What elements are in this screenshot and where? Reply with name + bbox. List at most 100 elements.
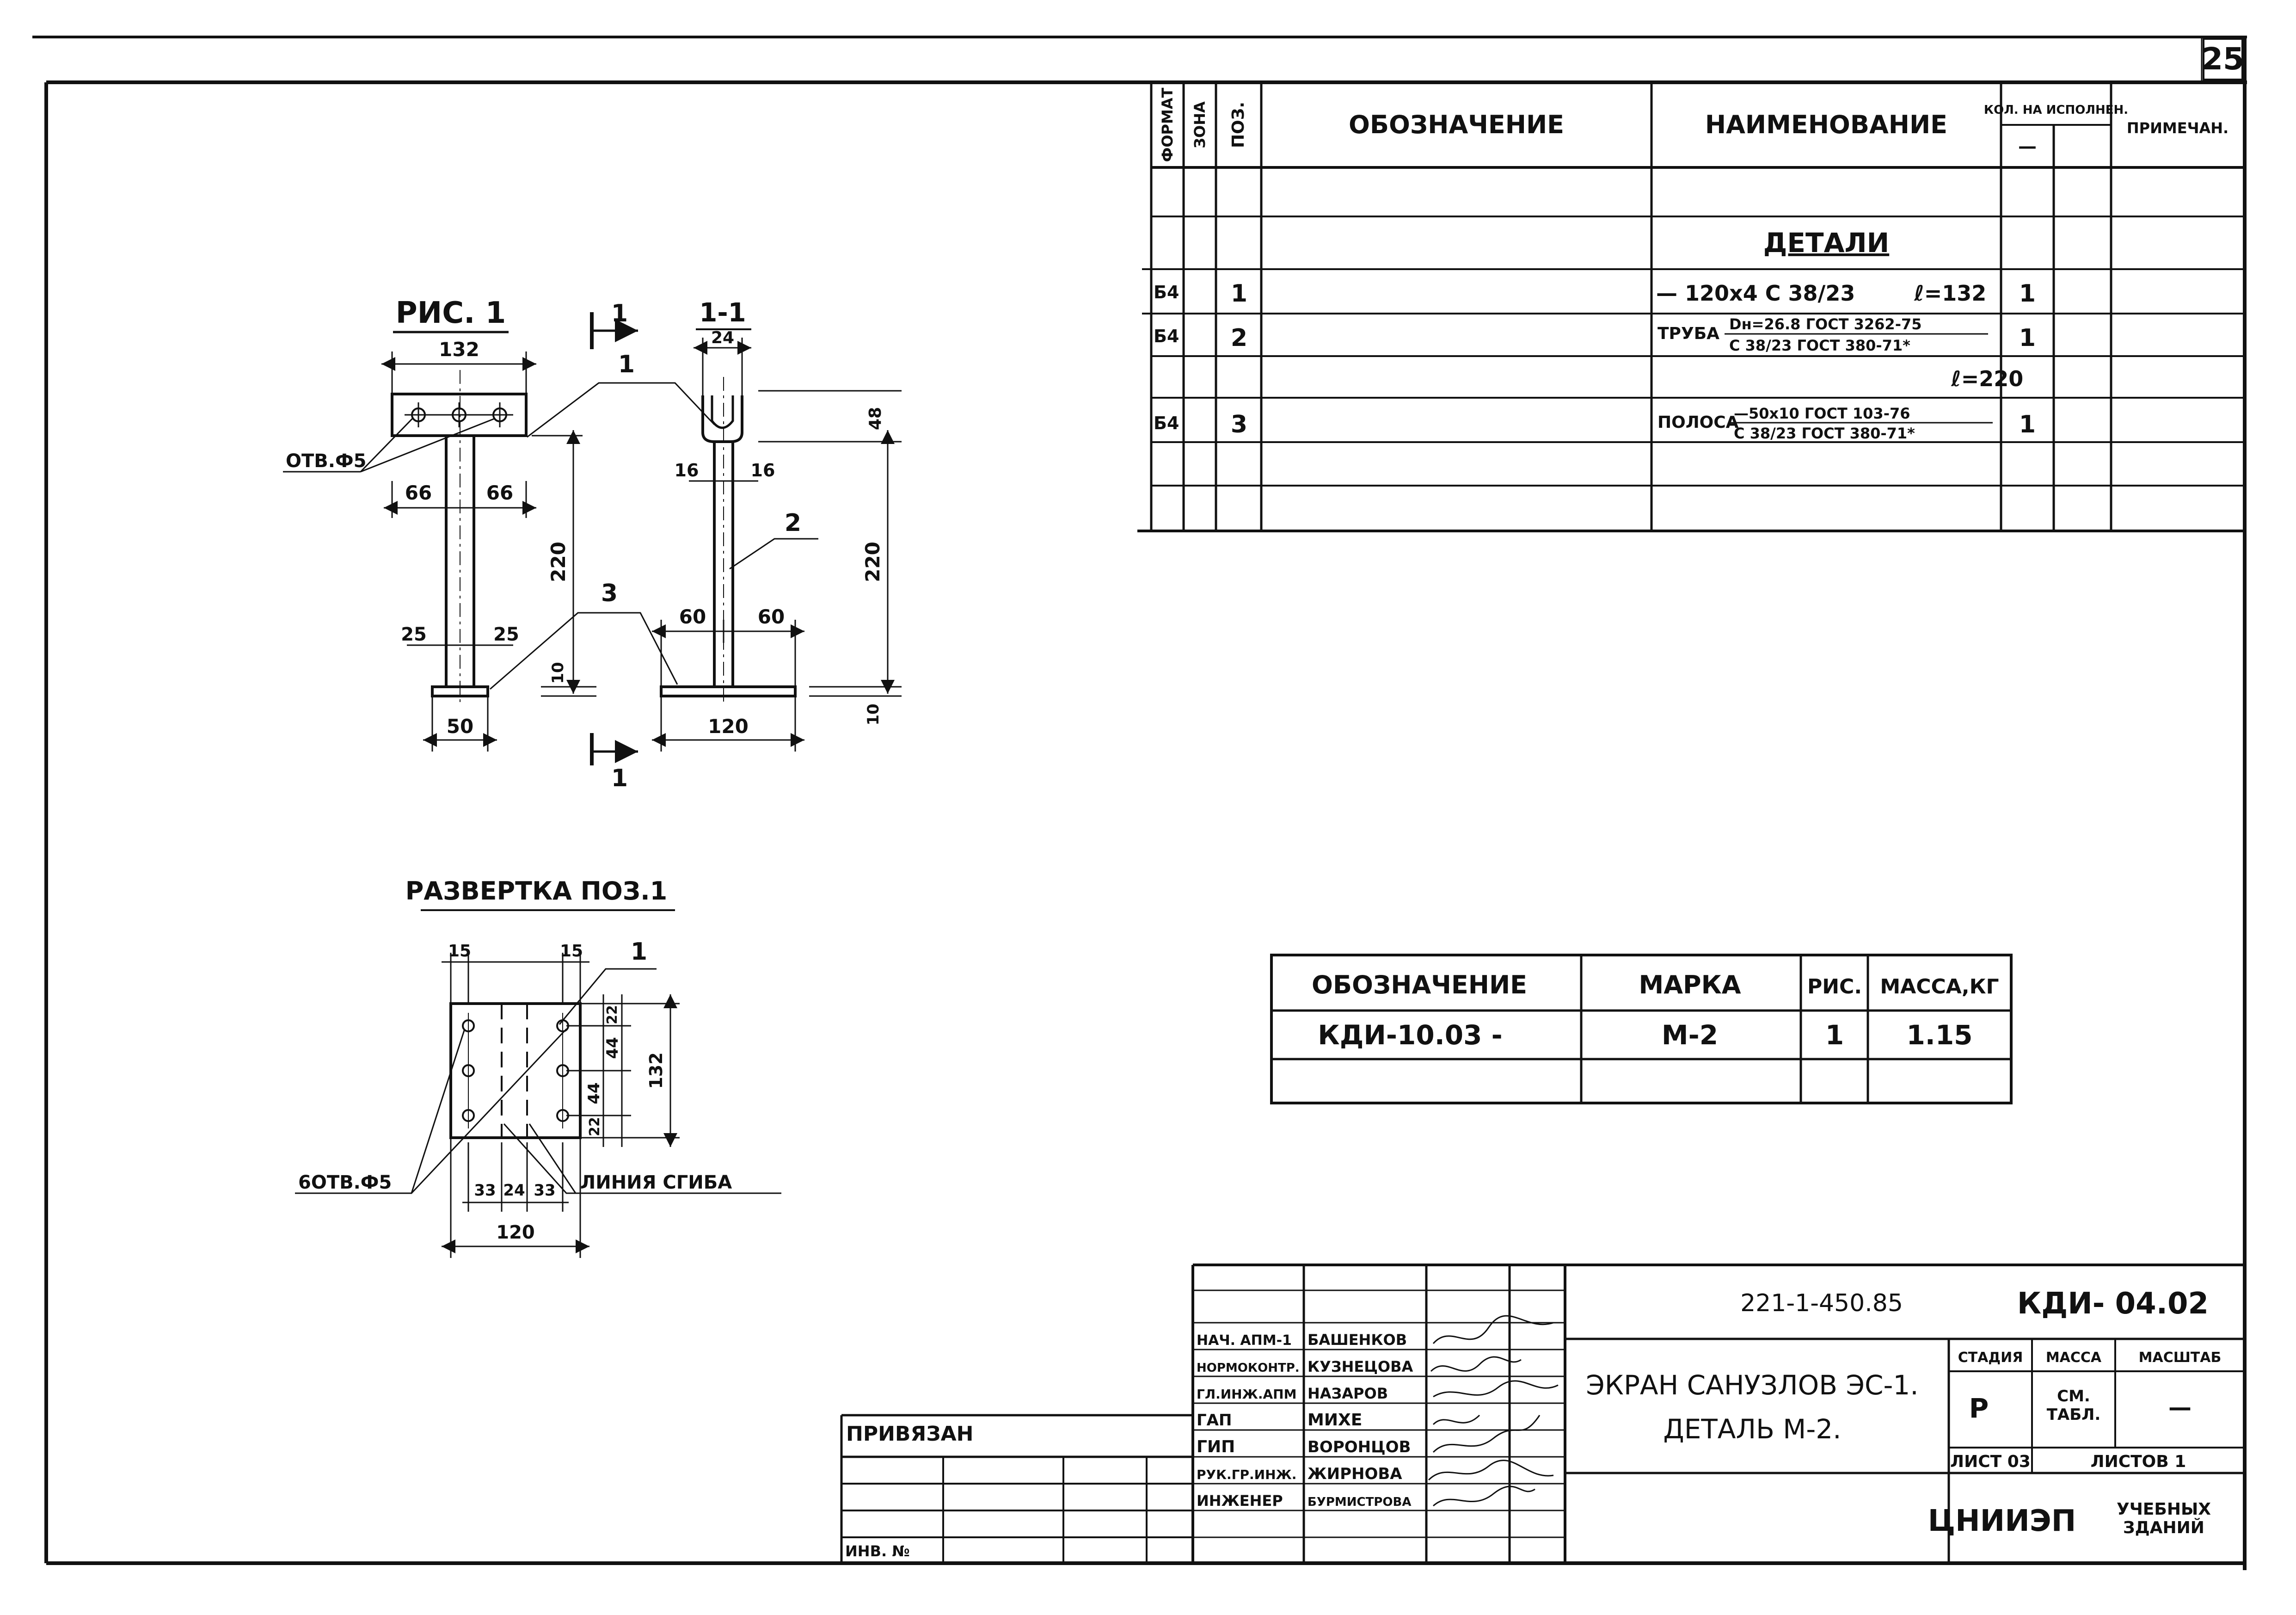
tb-scale: — <box>2168 1394 2192 1421</box>
section-label: 1-1 <box>699 298 746 328</box>
tb-name-3: НАЗАРОВ <box>1308 1385 1388 1402</box>
row1-format: Б4 <box>1154 282 1179 302</box>
hole-leader-a <box>360 418 413 473</box>
mark-mass: 1.15 <box>1906 1019 1972 1051</box>
unfold-bend-leader-b <box>528 1123 577 1194</box>
dim-24: 24 <box>711 328 734 347</box>
dim-66a: 66 <box>405 481 432 504</box>
tb-mass-2: ТАБЛ. <box>2047 1405 2101 1424</box>
tb-role-7: ИНЖЕНЕР <box>1197 1492 1283 1510</box>
dim-132: 132 <box>439 338 479 361</box>
tb-role-6: РУК.ГР.ИНЖ. <box>1197 1467 1296 1482</box>
unfold-dim-22b: 22 <box>587 1117 603 1136</box>
mark-header-brand: МАРКА <box>1639 970 1741 999</box>
tb-org-sub1: УЧЕБНЫХ <box>2117 1500 2211 1519</box>
row3-name-den: С 38/23 ГОСТ 380-71* <box>1734 425 1915 442</box>
leader-1 <box>527 382 715 438</box>
row1-qty: 1 <box>2019 280 2036 308</box>
dim-10b: 10 <box>864 703 883 725</box>
unfold-holes-leader-b <box>411 1028 567 1194</box>
spec-header-pos: ПОЗ. <box>1229 102 1248 148</box>
fig1-title: РИС. 1 <box>396 296 506 330</box>
dim-60b: 60 <box>758 605 785 628</box>
tb-role-2: НОРМОКОНТР. <box>1197 1361 1300 1375</box>
spec-header-designation: ОБОЗНАЧЕНИЕ <box>1349 110 1564 139</box>
tb-name-2: КУЗНЕЦОВА <box>1308 1358 1413 1375</box>
tb-sheet: ЛИСТ 03 <box>1950 1452 2031 1471</box>
hole-label: ОТВ.Ф5 <box>286 450 366 472</box>
mark-designation: КДИ-10.03 - <box>1318 1019 1502 1051</box>
mark-brand: М-2 <box>1662 1019 1718 1051</box>
tb-role-1: НАЧ. АПМ-1 <box>1197 1332 1292 1349</box>
mark-header-fig: РИС. <box>1807 975 1862 999</box>
row3-name-prefix: ПОЛОСА <box>1658 413 1739 432</box>
tb-title-line2: ДЕТАЛЬ М-2. <box>1663 1413 1841 1445</box>
unfold-dim-15b: 15 <box>560 942 583 961</box>
tb-role-3: ГЛ.ИНЖ.АПМ <box>1197 1387 1296 1402</box>
spec-header-qty-sub: — <box>2018 136 2037 157</box>
unfold-holes-label: 6ОТВ.Ф5 <box>298 1172 392 1193</box>
unfold-bend-label: ЛИНИЯ СГИБА <box>580 1172 732 1193</box>
unfold-dim-120: 120 <box>496 1222 535 1243</box>
unfold-dim-33b: 33 <box>534 1181 555 1200</box>
fig1-front-view <box>391 370 528 703</box>
leader-3 <box>490 612 678 690</box>
unfold-holes-leader-a <box>398 1029 466 1194</box>
tb-inv-label: ИНВ. № <box>845 1542 910 1560</box>
dim-10a: 10 <box>549 662 567 684</box>
section-1-1-view <box>660 377 797 703</box>
cut-mark-bottom <box>590 733 638 765</box>
unfold-dim-22a: 22 <box>604 1005 620 1024</box>
spec-table <box>1137 82 2245 532</box>
tb-code: КДИ- 04.02 <box>2017 1287 2209 1321</box>
tb-name-5: ВОРОНЦОВ <box>1308 1438 1411 1456</box>
dim-25b: 25 <box>493 624 519 645</box>
spec-header-qty: КОЛ. НА ИСПОЛНЕН. <box>1984 103 2128 117</box>
dim-60a: 60 <box>679 605 706 628</box>
row2-format: Б4 <box>1154 326 1179 346</box>
row3-name-num: —50x10 ГОСТ 103-76 <box>1734 405 1910 422</box>
mark-header-mass: МАССА,КГ <box>1880 975 1999 999</box>
cut-mark-top <box>590 312 638 349</box>
row1-name: — 120x4 С 38/23 <box>1656 281 1855 306</box>
spec-section-title: ДЕТАЛИ <box>1763 227 1889 259</box>
tb-mass-1: СМ. <box>2057 1387 2090 1405</box>
row1-pos: 1 <box>1231 280 1247 308</box>
unfold-dim-33a: 33 <box>474 1181 496 1200</box>
tb-role-5: ГИП <box>1197 1437 1235 1456</box>
tb-title-line1: ЭКРАН САНУЗЛОВ ЭС-1. <box>1586 1369 1918 1401</box>
dim-220a: 220 <box>547 542 570 582</box>
hole-leader-b <box>360 418 495 473</box>
dim-66b: 66 <box>486 481 513 504</box>
row2-name-den: С 38/23 ГОСТ 380-71* <box>1729 337 1910 354</box>
sheet-frame <box>32 36 2247 1570</box>
leader-2-label: 2 <box>785 509 801 537</box>
unfold-dim-44b: 44 <box>585 1082 603 1104</box>
unfold-leader-1-label: 1 <box>631 938 647 966</box>
dim-50: 50 <box>447 715 473 738</box>
title-block <box>840 1264 2245 1563</box>
signatures <box>1428 1315 1559 1507</box>
unfold-bend-leader <box>503 1123 576 1194</box>
leader-1-label: 1 <box>618 351 635 378</box>
mark-header-designation: ОБОЗНАЧЕНИЕ <box>1312 970 1527 999</box>
tb-bound-label: ПРИВЯЗАН <box>846 1422 973 1446</box>
spec-header-note: ПРИМЕЧАН. <box>2127 119 2228 137</box>
dim-120: 120 <box>708 715 749 738</box>
cut-mark-top-label: 1 <box>611 300 628 327</box>
row2-length: ℓ=220 <box>1951 366 2023 391</box>
tb-doc-number: 221-1-450.85 <box>1740 1289 1903 1317</box>
row2-name-num: Dн=26.8 ГОСТ 3262-75 <box>1729 315 1922 333</box>
cut-mark-bottom-label: 1 <box>611 764 628 792</box>
unfold-title: РАЗВЕРТКА ПОЗ.1 <box>405 876 667 906</box>
tb-org-sub2: ЗДАНИЙ <box>2123 1518 2204 1537</box>
leader-2 <box>729 538 818 570</box>
tb-mass-header: МАССА <box>2046 1350 2102 1366</box>
row2-qty: 1 <box>2019 324 2036 352</box>
spec-header-format: ФОРМАТ <box>1159 87 1176 162</box>
dim-16a: 16 <box>675 460 699 481</box>
mark-fig: 1 <box>1825 1019 1844 1051</box>
tb-scale-header: МАСШТАБ <box>2139 1350 2222 1366</box>
row3-qty: 1 <box>2019 411 2036 438</box>
